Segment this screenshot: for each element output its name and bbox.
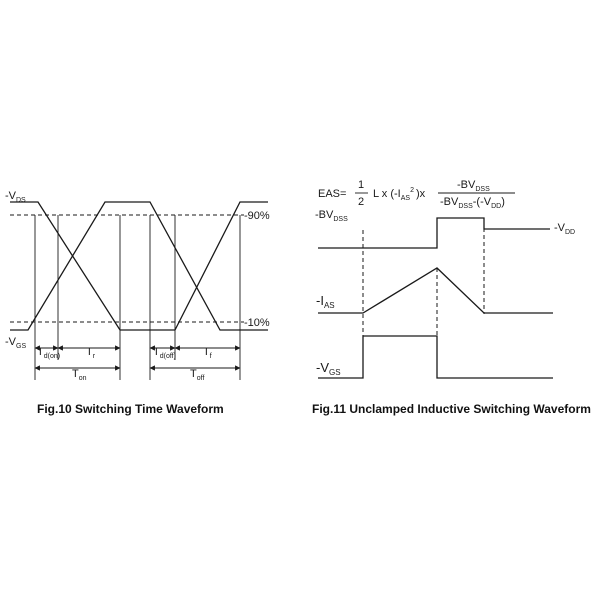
eas-lhs: EAS=	[318, 188, 346, 200]
fig11-vdd-label: -VDD	[554, 222, 575, 236]
fig11-ias-label: -IAS	[316, 293, 335, 310]
fig10-vgs-waveform	[10, 201, 268, 331]
fig10-tf-label: Tf	[203, 346, 212, 360]
fig10-90pct-label: -90%	[244, 210, 270, 222]
fig10-10pct-label: -10%	[244, 317, 270, 329]
eas-half-denominator: 2	[358, 196, 364, 208]
fig10-vgs-label: -VGS	[5, 336, 26, 350]
eas-denominator: -BVDSS-(-VDD)	[440, 196, 505, 210]
fig11-vds-waveform	[318, 217, 550, 249]
fig11-vgs-waveform	[318, 335, 553, 379]
fig10-vds-label: -VDS	[5, 190, 26, 204]
eas-middle-term: L x (-IAS2)x	[373, 187, 426, 202]
eas-numerator: -BVDSS	[457, 179, 490, 193]
fig10-td-on-label: Td(on)	[37, 346, 60, 360]
fig11-uis-waveform: EAS= 1 2 L x (-IAS2)x -BVDSS -BVDSS-(-VD…	[312, 179, 591, 416]
fig10-toff-label: Toff	[190, 368, 204, 382]
fig10-tr-label: Tr	[86, 346, 96, 360]
fig11-ias-waveform	[318, 267, 553, 314]
fig11-vgs-label: -VGS	[316, 360, 341, 377]
fig10-td-off-label: Td(off)	[153, 346, 176, 360]
fig10-switching-time-waveform: -VDS -VGS -90% -10% Td(on) Tr Td(off) Tf…	[5, 190, 270, 416]
fig11-caption: Fig.11 Unclamped Inductive Switching Wav…	[312, 402, 591, 416]
fig10-caption: Fig.10 Switching Time Waveform	[37, 402, 224, 416]
fig11-bvdss-label: -BVDSS	[315, 209, 348, 223]
fig10-vds-waveform	[10, 201, 268, 331]
fig10-ton-label: Ton	[72, 368, 87, 382]
fig11-eas-formula: EAS= 1 2 L x (-IAS2)x -BVDSS -BVDSS-(-VD…	[318, 179, 515, 210]
eas-half-numerator: 1	[358, 179, 364, 191]
